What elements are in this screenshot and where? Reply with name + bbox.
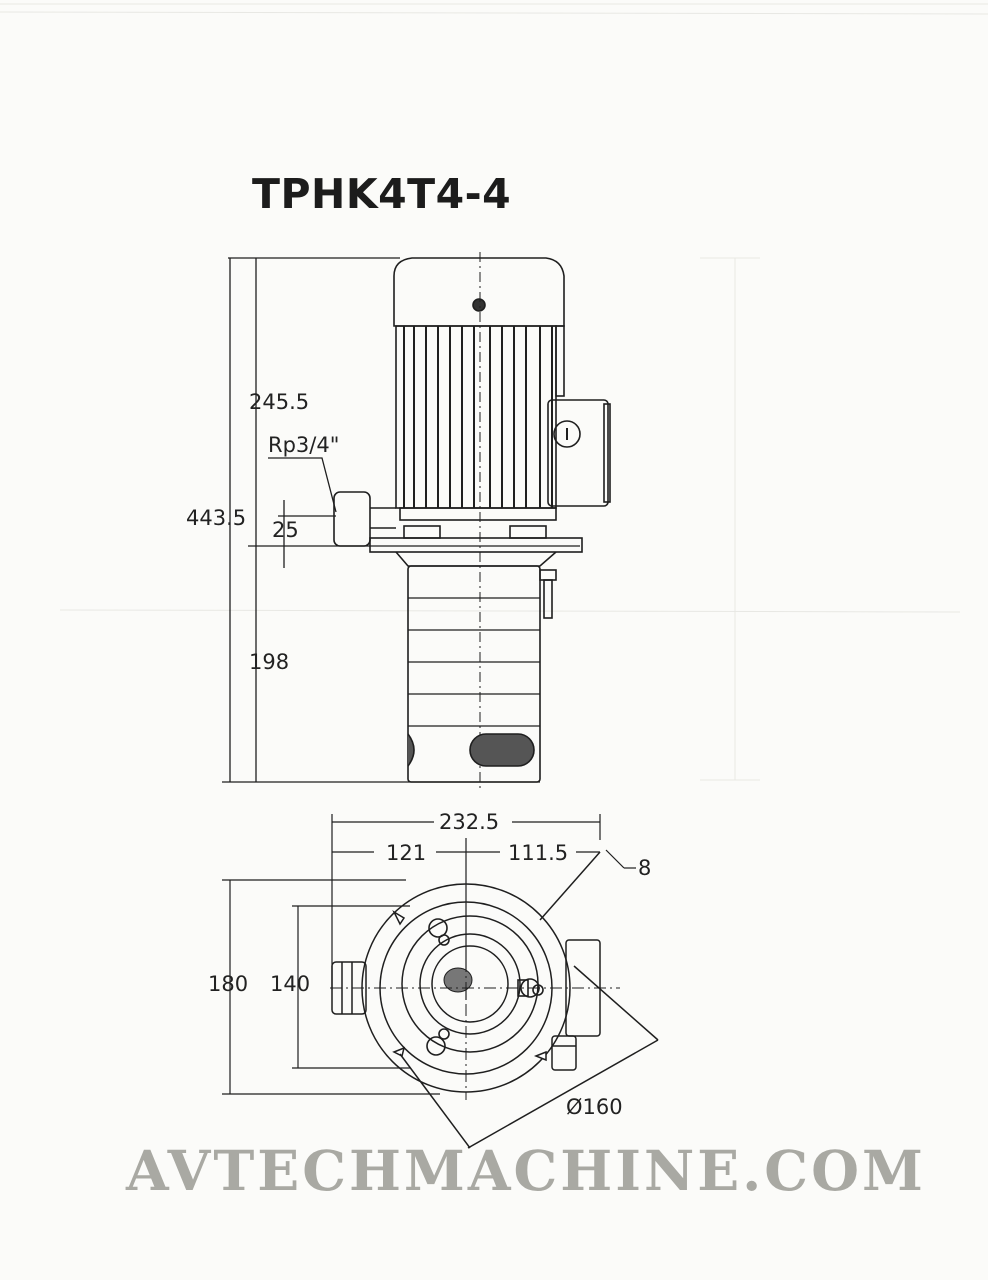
flange-hole-marker (392, 1046, 406, 1058)
outlet-thread-label: Rp3/4" (268, 433, 339, 457)
side-view (222, 252, 611, 792)
watermark: AVTECHMACHINE.COM (126, 1138, 926, 1203)
dim-depth-outer-label: 180 (208, 972, 248, 996)
pump-column (407, 565, 541, 783)
dim-total-label: 443.5 (186, 506, 246, 530)
dim-flange-diameter-label: Ø160 (566, 1095, 623, 1119)
dim-hole-label: 8 (638, 856, 651, 880)
outlet-port (333, 491, 371, 547)
dim-upper-label: 245.5 (249, 390, 309, 414)
dim-width-total-label: 232.5 (439, 810, 499, 834)
top-view (222, 814, 659, 1149)
mounting-bolts (426, 918, 544, 1056)
terminal-box-symbol-icon (553, 420, 581, 448)
dim-outlet-height-label: 25 (272, 518, 299, 542)
flange-hole-marker (392, 910, 406, 926)
outlet-port-top (331, 961, 367, 1015)
motor-body (395, 325, 557, 509)
flange-hole-marker (533, 1050, 547, 1062)
horizontal-dimension-lines (222, 814, 636, 1095)
dim-depth-inner-label: 140 (270, 972, 310, 996)
shaft-icon (443, 967, 473, 993)
terminal-box (547, 399, 609, 507)
dim-lower-label: 198 (249, 650, 289, 674)
suction-strainer (469, 733, 535, 767)
dim-right-label: 111.5 (508, 841, 568, 865)
drain-plug (539, 569, 557, 581)
pump-stages (408, 597, 540, 727)
dim-left-label: 121 (386, 841, 426, 865)
motor-screw-icon (472, 298, 486, 312)
motor-fan-cover (393, 257, 565, 327)
mounting-flange (369, 537, 583, 553)
motor-fins (403, 326, 553, 508)
drawing-title: TPHK4T4-4 (252, 170, 512, 218)
scan-background (0, 3, 988, 781)
